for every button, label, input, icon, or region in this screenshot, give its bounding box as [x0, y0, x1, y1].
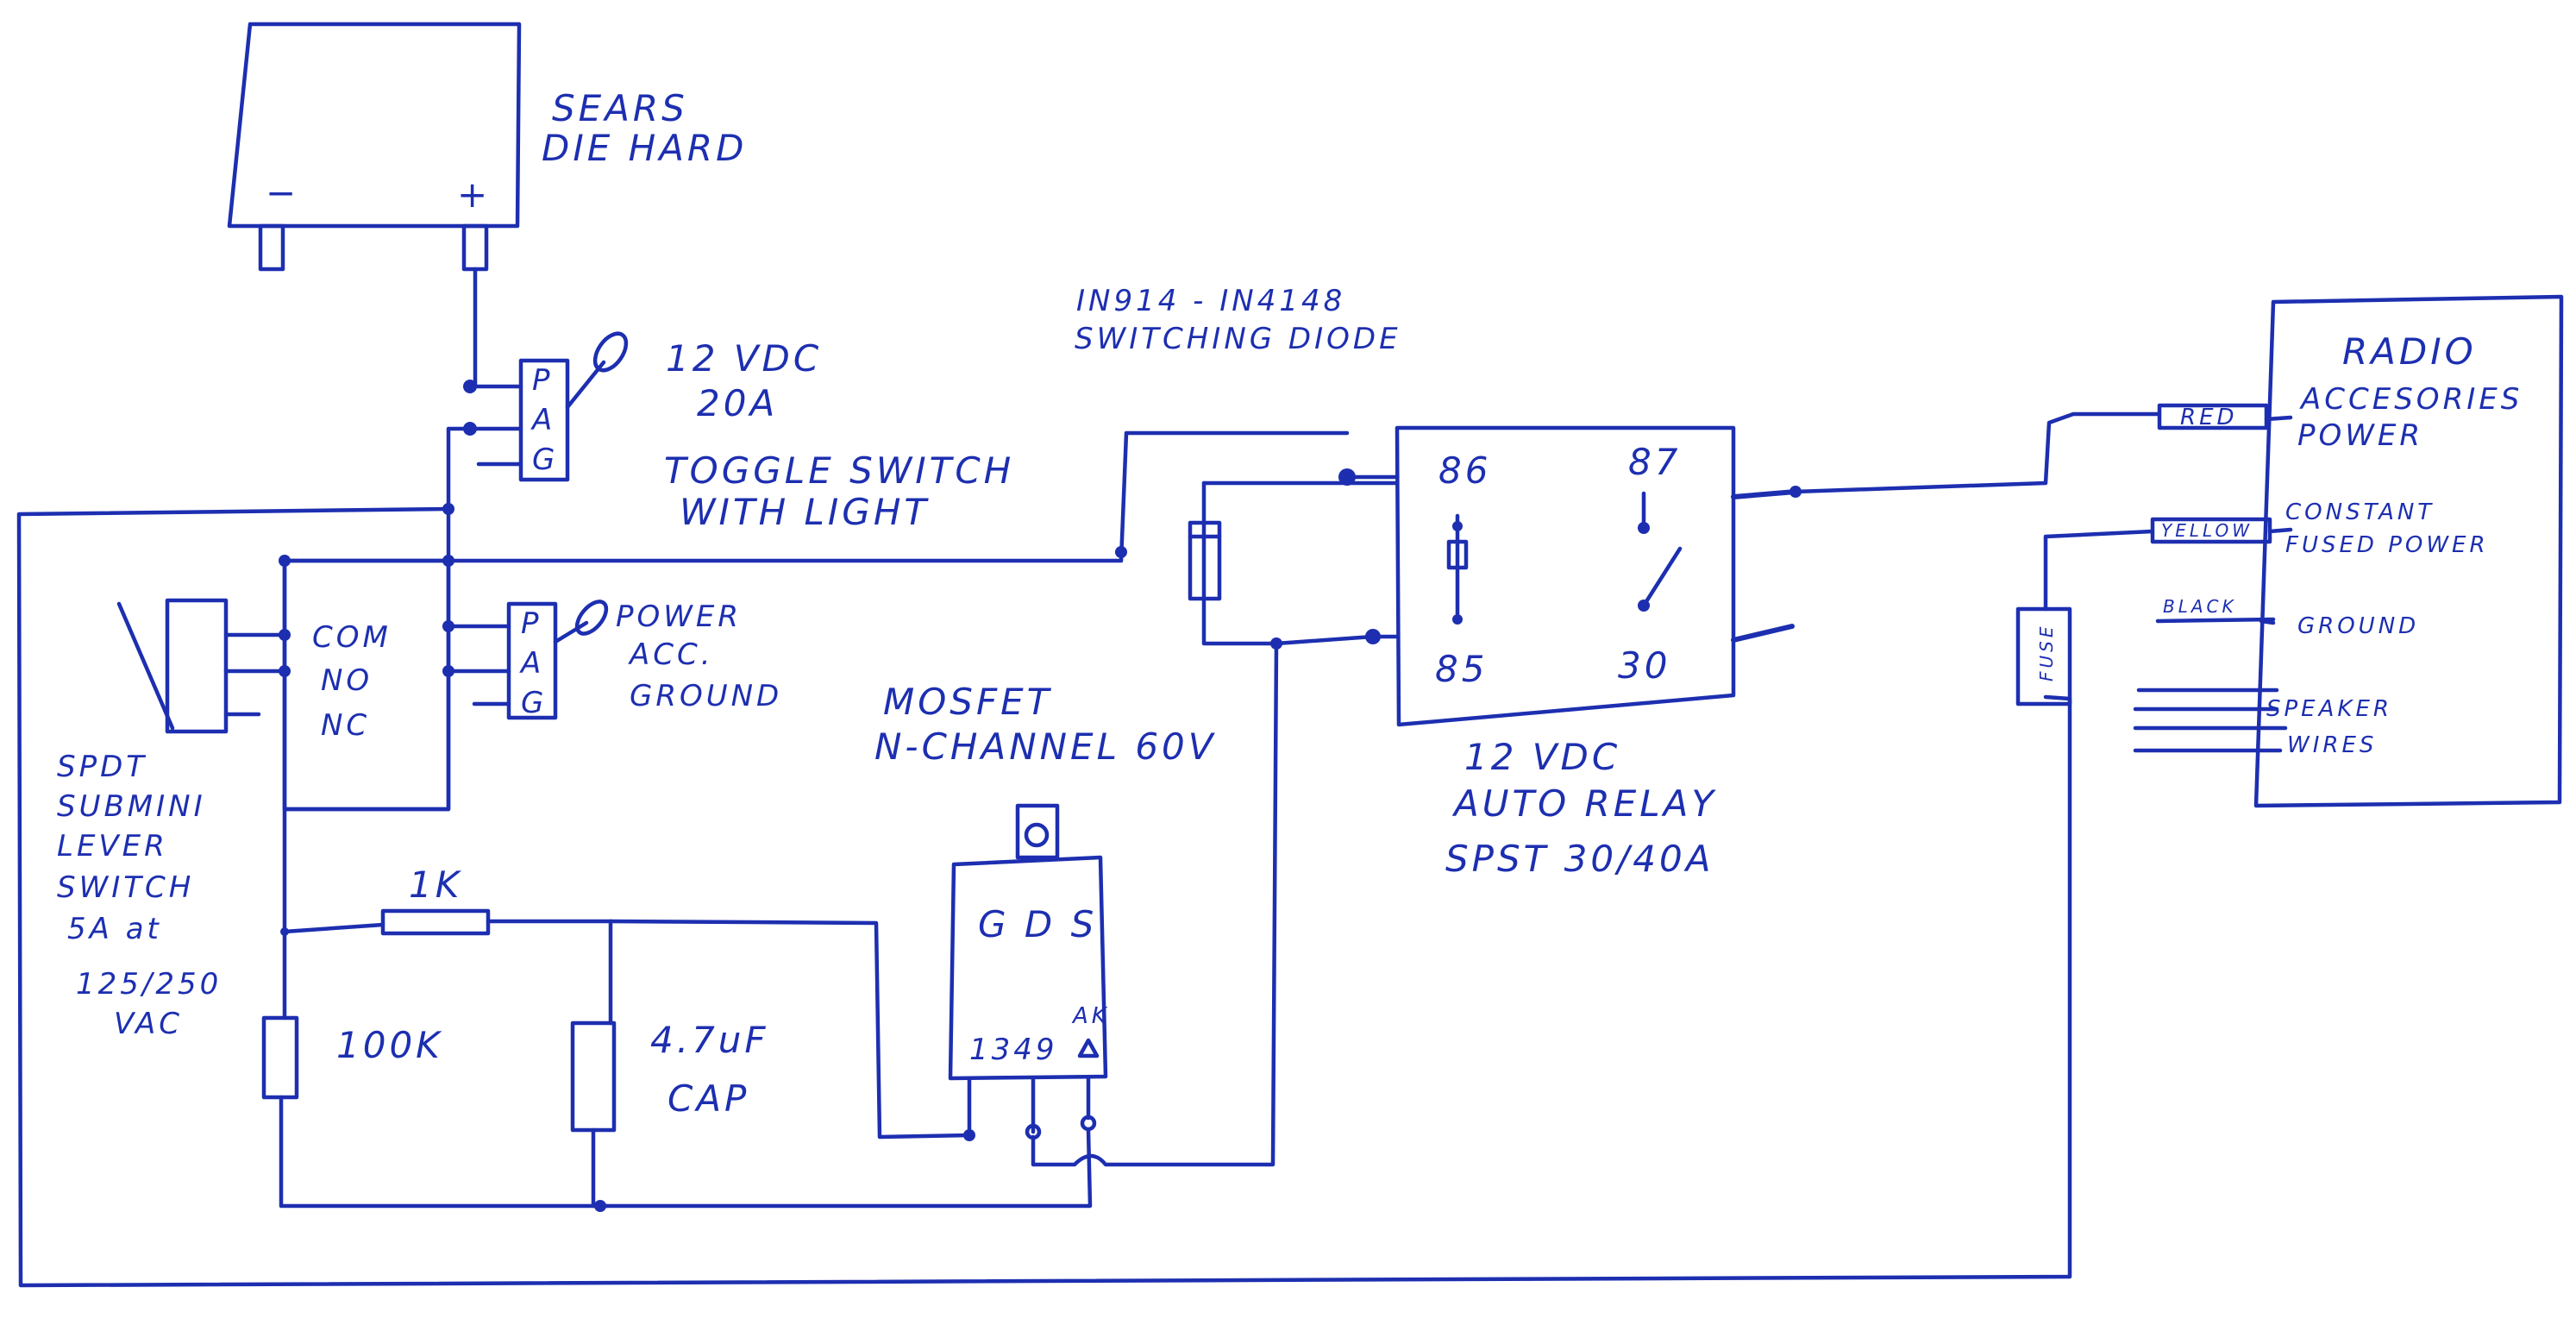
- diode-label-line1: IN914 - IN4148: [1076, 284, 1345, 318]
- spdt-label-line5: 5A at: [67, 912, 162, 946]
- radio-speaker-label-line1: SPEAKER: [2266, 696, 2392, 722]
- relay-pin-85: 85: [1435, 648, 1488, 690]
- mosfet-timer-circuit: MOSFET N-CHANNEL 60V G D S 1349 AK 1K 10…: [261, 637, 1282, 1212]
- fuse-label: FUSE: [2036, 624, 2057, 681]
- spdt-label-line4: SWITCH: [57, 870, 194, 905]
- spdt-terminal-com: COM: [312, 620, 392, 655]
- pinout-pin-p: P: [521, 606, 542, 641]
- radio-wire-black-label: BLACK: [2163, 596, 2237, 617]
- spdt-label-line6: 125/250: [76, 967, 222, 1002]
- mosfet-label-line1: MOSFET: [883, 681, 1052, 723]
- auto-relay: 86 87 85 30 12 VDC AUTO RELAY SPST 30/40…: [1274, 425, 1802, 880]
- mosfet-label-line2: N-CHANNEL 60V: [874, 725, 1217, 768]
- diode-label-line2: SWITCHING DIODE: [1075, 322, 1401, 356]
- battery-label-line2: DIE HARD: [542, 127, 747, 169]
- capacitor-label-line1: 4.7uF: [650, 1019, 769, 1061]
- capacitor-label-line2: CAP: [668, 1077, 749, 1120]
- toggle-pin-p: P: [532, 363, 554, 398]
- wire-battery-to-toggle: [467, 267, 478, 389]
- mosfet-part-number: 1349: [969, 1033, 1058, 1067]
- mosfet-pins: G D S: [978, 903, 1097, 945]
- radio-wire-black-desc: GROUND: [2297, 613, 2419, 639]
- spdt-label-line7: VAC: [114, 1007, 183, 1041]
- battery: − + SEARS DIE HARD: [227, 22, 747, 272]
- fuse: FUSE: [2015, 606, 2072, 706]
- spdt-terminal-no: NO: [321, 663, 373, 698]
- relay-label-line2: AUTO RELAY: [1451, 782, 1717, 825]
- wire-main-feed: [282, 430, 1350, 563]
- wire-outer-loop: [16, 506, 2072, 1288]
- relay-label-line3: SPST 30/40A: [1445, 838, 1714, 880]
- relay-pin-87: 87: [1628, 441, 1681, 483]
- spdt-label-line2: SUBMINI: [57, 789, 206, 824]
- relay-pin-30: 30: [1618, 644, 1670, 687]
- relay-label-line1: 12 VDC: [1464, 736, 1620, 778]
- toggle-current-label: 20A: [697, 382, 778, 424]
- pinout-label-power: POWER: [616, 600, 742, 634]
- battery-negative-sign: −: [266, 172, 299, 214]
- radio-wire-yellow-desc-line1: CONSTANT: [2285, 499, 2435, 525]
- toggle-label-line1: TOGGLE SWITCH: [664, 449, 1014, 492]
- radio-wire-yellow-desc-line2: FUSED POWER: [2285, 532, 2489, 558]
- radio-wire-red-desc-line2: POWER: [2297, 418, 2423, 453]
- switching-diode: IN914 - IN4148 SWITCHING DIODE: [1075, 284, 1401, 646]
- radio-wire-yellow-label: YELLOW: [2161, 520, 2253, 541]
- radio-wire-red-desc-line1: ACCESORIES: [2299, 382, 2523, 417]
- pinout-pin-a: A: [519, 646, 544, 681]
- mosfet-mark: AK: [1071, 1003, 1110, 1029]
- spdt-label-line3: LEVER: [57, 829, 168, 863]
- wire-relay-to-radio: [1793, 411, 2162, 494]
- spdt-label-line1: SPDT: [57, 750, 147, 784]
- battery-label-line1: SEARS: [552, 87, 688, 129]
- resistor-100k-label: 100K: [336, 1024, 443, 1066]
- relay-pin-86: 86: [1438, 449, 1491, 492]
- wire-toggle-down: [282, 426, 473, 812]
- toggle-pin-g: G: [532, 443, 558, 477]
- toggle-label-line2: WITH LIGHT: [680, 491, 930, 533]
- spdt-lever-switch: COM NO NC SPDT SUBMINI LEVER SWITCH 5A a…: [57, 558, 451, 1041]
- toggle-voltage-label: 12 VDC: [666, 337, 822, 380]
- pinout-pin-g: G: [521, 686, 547, 720]
- pinout-label-acc: ACC.: [628, 637, 714, 672]
- spdt-terminal-nc: NC: [321, 708, 370, 743]
- pinout-label-ground: GROUND: [630, 679, 782, 713]
- toggle-switch: P A G 12 VDC 20A TOGGLE SWITCH WITH LIGH…: [463, 331, 1014, 533]
- radio-title: RADIO: [2342, 330, 2477, 373]
- resistor-1k-label: 1K: [409, 863, 462, 906]
- radio: RADIO RED ACCESORIES POWER YELLOW CONSTA…: [2043, 294, 2564, 808]
- lever-switch-pinout: P A G POWER ACC. GROUND: [442, 600, 782, 720]
- toggle-pin-a: A: [530, 403, 555, 437]
- radio-speaker-label-line2: WIRES: [2287, 732, 2377, 758]
- battery-positive-sign: +: [457, 173, 491, 216]
- radio-wire-red-label: RED: [2180, 405, 2238, 430]
